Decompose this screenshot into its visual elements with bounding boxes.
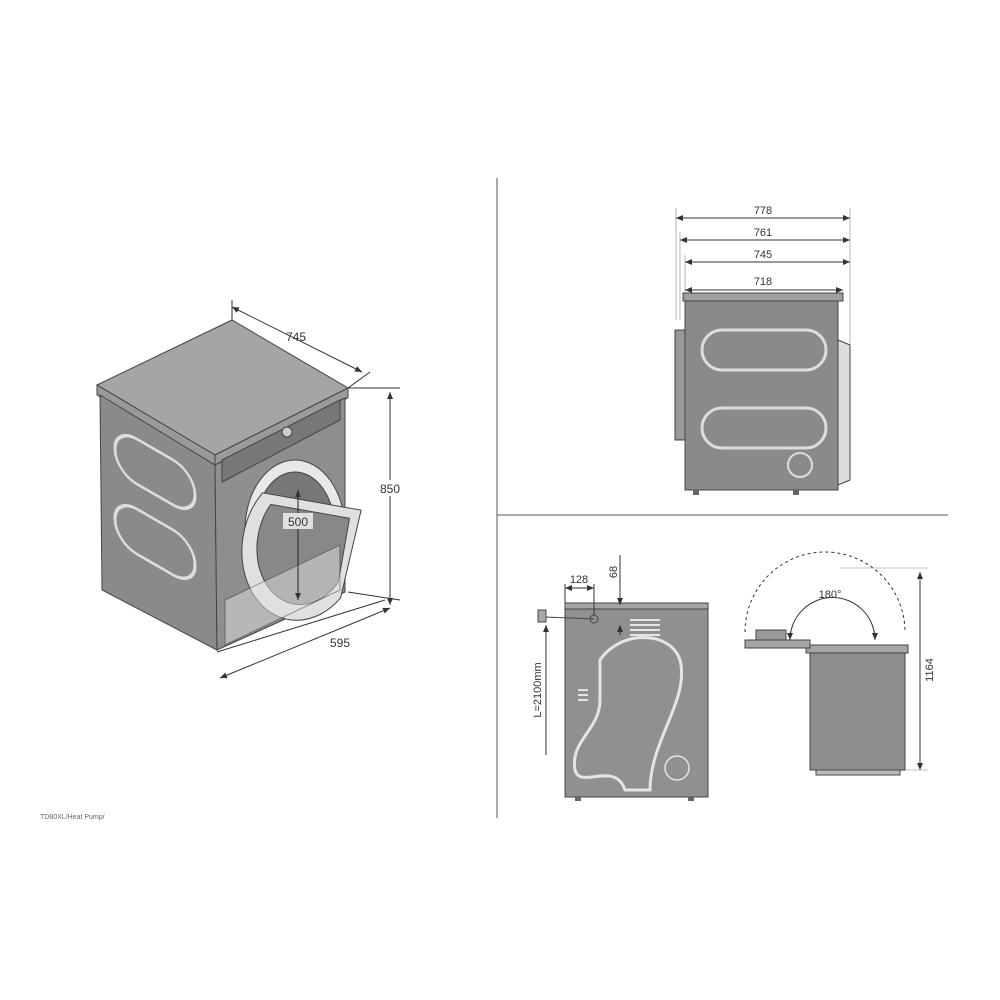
lid-angle-label: 180°	[819, 589, 842, 601]
top-dim-3: 745	[754, 249, 772, 261]
door-opening-label: 500	[288, 515, 308, 529]
isometric-view: 745 850 595 500	[95, 300, 407, 679]
top-dim-1: 778	[754, 205, 772, 217]
rear-offset-y-label: 68	[608, 566, 620, 578]
side-view: 180° 1164	[744, 551, 936, 776]
rear-view: 128 68 L=2100mm	[532, 555, 709, 801]
rear-offset-x-label: 128	[570, 574, 588, 586]
top-dim-4: 718	[754, 276, 772, 288]
hose-length-label: L=2100mm	[532, 662, 544, 717]
model-caption: TD80XL/Heat Pump/	[40, 814, 105, 821]
top-dim-2: 761	[754, 227, 772, 239]
iso-depth-label: 595	[330, 636, 350, 650]
iso-width-label: 745	[286, 330, 306, 344]
open-height-label: 1164	[924, 658, 936, 682]
top-view: 778 761 745 718	[674, 205, 851, 495]
iso-height-label: 850	[380, 482, 400, 496]
